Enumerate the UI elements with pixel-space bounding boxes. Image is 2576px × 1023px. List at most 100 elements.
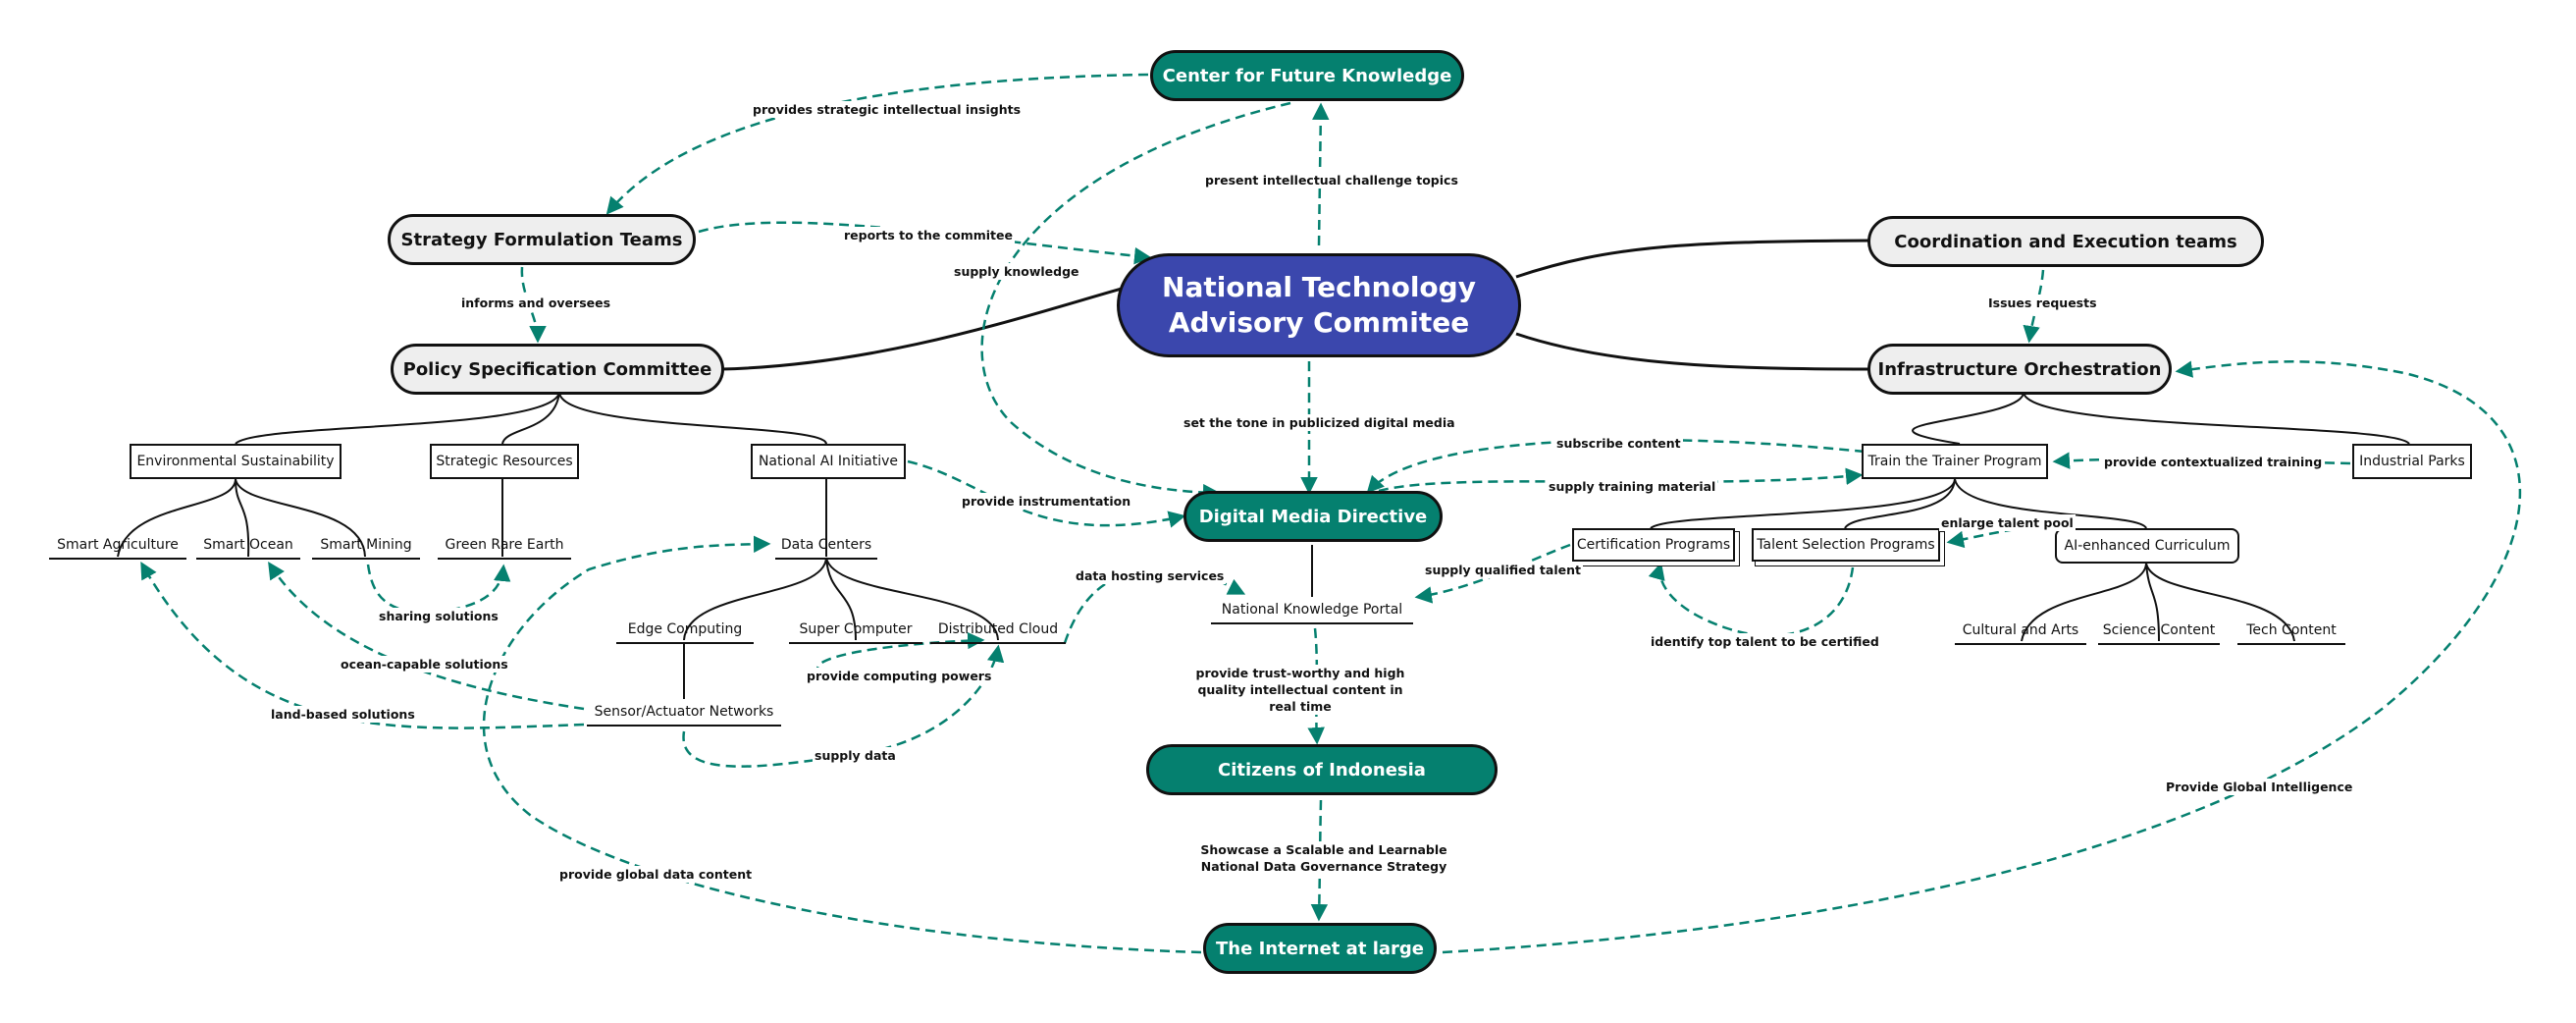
edge-label-supply-knowledge: supply knowledge [952,263,1081,280]
sensor-networks-label: Sensor/Actuator Networks [594,704,774,720]
digital-media-label: Digital Media Directive [1198,506,1428,527]
arrow-identify-talent [1648,562,1855,637]
cultural-arts-label: Cultural and Arts [1962,622,2079,638]
central-node[interactable]: National Technology Advisory Commitee [1117,253,1521,357]
science-content-label: Science Content [2102,622,2216,638]
infra-to-trainer-connector [1912,392,2024,445]
edge-label-enlarge-pool: enlarge talent pool [1939,514,2076,531]
strategic-resources-label: Strategic Resources [436,454,573,469]
tree-connectors [117,392,2410,699]
internet-node[interactable]: The Internet at large [1203,923,1437,974]
curriculum-to-science-connector [2145,563,2160,642]
strategy-teams-node[interactable]: Strategy Formulation Teams [388,214,696,265]
edge-label-data-hosting: data hosting services [1074,567,1227,584]
curriculum-to-arts-connector [2021,563,2147,642]
curriculum-to-tech-connector [2145,563,2295,642]
edge-label-sharing-solutions: sharing solutions [377,608,500,624]
edge-label-reports: reports to the commitee [842,227,1015,243]
future-knowledge-node[interactable]: Center for Future Knowledge [1150,50,1464,101]
internet-label: The Internet at large [1216,938,1424,959]
industrial-parks-label: Industrial Parks [2359,454,2465,469]
edge-label-issues-requests: Issues requests [1986,295,2099,311]
edge-label-challenge-topics: present intellectual challenge topics [1203,172,1460,188]
industrial-parks-node[interactable]: Industrial Parks [2352,444,2472,479]
coordination-teams-node[interactable]: Coordination and Execution teams [1867,216,2264,267]
super-computer-label: Super Computer [799,621,913,637]
edge-label-supply-training: supply training material [1547,478,1718,495]
tech-content-node[interactable]: Tech Content [2237,614,2345,645]
coordination-teams-label: Coordination and Execution teams [1894,231,2237,252]
hierarchy-connectors [720,239,1873,371]
edge-label-ocean-solutions: ocean-capable solutions [339,656,510,673]
national-ai-label: National AI Initiative [758,454,899,469]
central-node-label: National Technology Advisory Commitee [1162,271,1476,339]
smart-mining-label: Smart Mining [320,537,412,553]
policy-committee-node[interactable]: Policy Specification Committee [391,344,724,395]
infra-to-parks-connector [2023,392,2410,445]
data-centers-label: Data Centers [780,537,872,553]
infrastructure-label: Infrastructure Orchestration [1877,358,2162,380]
science-content-node[interactable]: Science Content [2098,614,2220,645]
arrow-supply-knowledge [980,101,1291,502]
smart-agriculture-node[interactable]: Smart Agriculture [49,528,186,560]
trainer-to-certification-connector [1650,478,1956,529]
policy-committee-label: Policy Specification Committee [402,358,712,380]
edge-label-trustworthy-content: provide trust-worthy and high quality in… [1193,665,1407,715]
citizens-node[interactable]: Citizens of Indonesia [1146,744,1498,795]
train-trainer-label: Train the Trainer Program [1867,454,2042,469]
smart-ocean-label: Smart Ocean [203,537,293,553]
green-rare-earth-label: Green Rare Earth [445,537,564,553]
smart-mining-node[interactable]: Smart Mining [312,528,420,560]
ai-curriculum-node[interactable]: AI-enhanced Curriculum [2055,528,2239,564]
dc-to-edge-connector [683,557,827,641]
edge-label-instrumentation: provide instrumentation [960,493,1133,510]
smart-agriculture-label: Smart Agriculture [57,537,179,553]
edge-label-contextualized-training: provide contextualized training [2102,454,2325,470]
super-computer-node[interactable]: Super Computer [789,613,922,644]
arrow-global-data [482,535,1202,954]
distributed-cloud-label: Distributed Cloud [937,621,1059,637]
arrow-trustworthy-content [1307,627,1325,745]
distributed-cloud-node[interactable]: Distributed Cloud [930,613,1066,644]
arrow-ocean-solutions [268,562,585,711]
edge-label-showcase: Showcase a Scalable and Learnable Nation… [1174,841,1474,875]
edge-label-global-intelligence: Provide Global Intelligence [2164,779,2355,795]
talent-selection-node[interactable]: Talent Selection Programs [1752,528,1940,562]
env-sustainability-label: Environmental Sustainability [136,454,335,469]
talent-selection-label: Talent Selection Programs [1757,537,1935,553]
certification-label: Certification Programs [1576,537,1731,553]
cultural-arts-node[interactable]: Cultural and Arts [1955,614,2086,645]
train-trainer-node[interactable]: Train the Trainer Program [1862,444,2048,479]
arrow-strategic-insights [605,73,1149,215]
sensor-networks-node[interactable]: Sensor/Actuator Networks [587,695,781,727]
digital-media-node[interactable]: Digital Media Directive [1183,491,1443,542]
env-sustainability-node[interactable]: Environmental Sustainability [130,444,342,479]
edge-label-land-solutions: land-based solutions [269,706,417,723]
infrastructure-node[interactable]: Infrastructure Orchestration [1867,344,2172,395]
policy-to-env-connector [235,392,560,445]
data-centers-node[interactable]: Data Centers [775,528,877,560]
arrow-supply-talent [1414,543,1571,604]
env-to-agriculture-connector [117,478,237,558]
edge-label-strategic-insights: provides strategic intellectual insights [751,101,1024,118]
green-rare-earth-node[interactable]: Green Rare Earth [438,528,571,560]
edge-label-set-tone: set the tone in publicized digital media [1182,414,1457,431]
certification-node[interactable]: Certification Programs [1572,528,1735,562]
edge-label-supply-data: supply data [813,747,898,764]
central-to-infrastructure-connector [1515,332,1873,371]
strategic-resources-node[interactable]: Strategic Resources [430,444,579,479]
policy-to-ai-connector [558,392,827,445]
edge-label-supply-talent: supply qualified talent [1423,562,1583,578]
smart-ocean-node[interactable]: Smart Ocean [196,528,300,560]
env-to-mining-connector [235,478,366,558]
knowledge-portal-node[interactable]: National Knowledge Portal [1211,593,1413,624]
citizens-label: Citizens of Indonesia [1218,759,1426,781]
national-ai-node[interactable]: National AI Initiative [751,444,906,479]
strategy-teams-label: Strategy Formulation Teams [400,229,683,250]
edge-computing-node[interactable]: Edge Computing [616,613,754,644]
edge-label-computing-powers: provide computing powers [805,668,994,684]
future-knowledge-label: Center for Future Knowledge [1162,65,1452,86]
edge-label-informs: informs and oversees [459,295,613,311]
edge-label-global-data: provide global data content [557,866,755,883]
